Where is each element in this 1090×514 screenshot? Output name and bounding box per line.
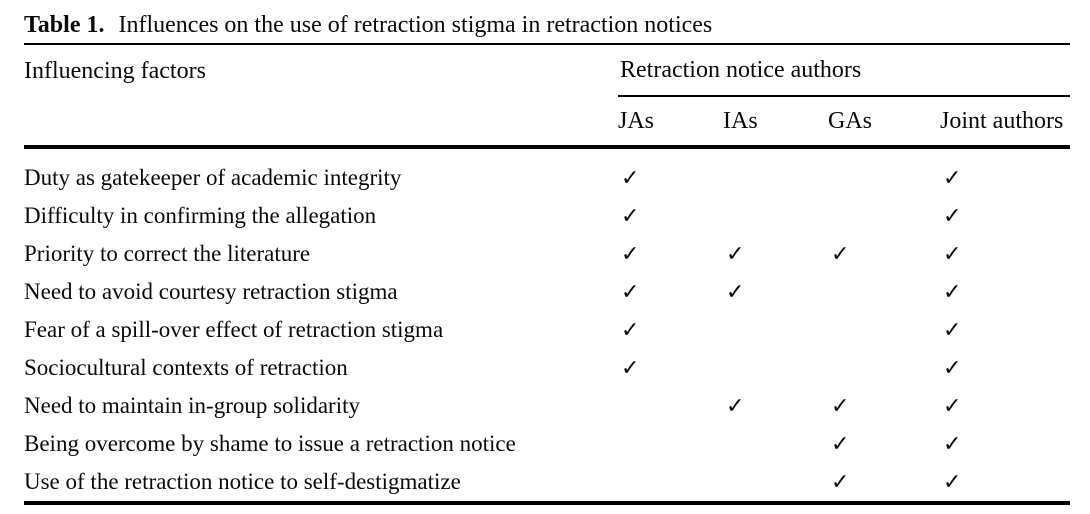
factor-cell: Being overcome by shame to issue a retra… — [24, 431, 516, 456]
factor-cell: Fear of a spill-over effect of retractio… — [24, 317, 444, 342]
checkmark-icon: ✓ — [943, 242, 962, 267]
checkmark-icon: ✓ — [621, 204, 640, 229]
checkmark-icon: ✓ — [943, 318, 962, 343]
check-cell: ✓ — [940, 356, 1070, 380]
table-caption-label: Table 1. — [24, 12, 105, 38]
check-cell: ✓ — [940, 318, 1070, 342]
check-cell: ✓ — [940, 394, 1070, 418]
table-row: Duty as gatekeeper of academic integrity… — [24, 159, 1070, 197]
checkmark-icon: ✓ — [621, 356, 640, 381]
check-cell: ✓ — [618, 318, 723, 342]
checkmark-icon: ✓ — [621, 166, 640, 191]
column-header-gas: GAs — [828, 107, 873, 134]
column-header-influencing-factors: Influencing factors — [24, 57, 206, 84]
check-cell: ✓ — [828, 470, 940, 494]
table-row: Fear of a spill-over effect of retractio… — [24, 311, 1070, 349]
table-row: Difficulty in confirming the allegation ✓… — [24, 197, 1070, 235]
checkmark-icon: ✓ — [943, 470, 962, 495]
check-cell: ✓ — [940, 432, 1070, 456]
checkmark-icon: ✓ — [831, 242, 850, 267]
factor-cell: Need to maintain in-group solidarity — [24, 393, 360, 418]
checkmark-icon: ✓ — [831, 432, 850, 457]
check-cell: ✓ — [618, 280, 723, 304]
check-cell: ✓ — [618, 356, 723, 380]
checkmark-icon: ✓ — [943, 356, 962, 381]
table-header-row-group: Influencing factors Retraction notice au… — [24, 45, 1070, 97]
table-row: Priority to correct the literature ✓ ✓ ✓ ✓ — [24, 235, 1070, 273]
column-header-joint-authors: Joint authors — [940, 107, 1064, 134]
factor-cell: Use of the retraction notice to self-des… — [24, 469, 461, 494]
checkmark-icon: ✓ — [831, 394, 850, 419]
check-cell: ✓ — [618, 204, 723, 228]
check-cell: ✓ — [828, 242, 940, 266]
checkmark-icon: ✓ — [726, 280, 745, 305]
check-cell: ✓ — [940, 166, 1070, 190]
table-row: Being overcome by shame to issue a retra… — [24, 425, 1070, 463]
column-header-jas: JAs — [618, 107, 655, 134]
check-cell: ✓ — [940, 204, 1070, 228]
factor-cell: Priority to correct the literature — [24, 241, 311, 266]
checkmark-icon: ✓ — [943, 432, 962, 457]
check-cell: ✓ — [723, 394, 828, 418]
table-1: Table 1. Influences on the use of retract… — [24, 0, 1070, 505]
table-row: Use of the retraction notice to self-des… — [24, 463, 1070, 501]
check-cell: ✓ — [940, 280, 1070, 304]
table-caption-text: Influences on the use of retraction stig… — [118, 12, 713, 38]
check-cell: ✓ — [723, 280, 828, 304]
check-cell: ✓ — [940, 242, 1070, 266]
table-row: Need to maintain in-group solidarity ✓ ✓ ✓ — [24, 387, 1070, 425]
column-group-header-retraction-notice-authors: Retraction notice authors — [618, 45, 1070, 97]
checkmark-icon: ✓ — [621, 242, 640, 267]
checkmark-icon: ✓ — [621, 280, 640, 305]
check-cell: ✓ — [828, 394, 940, 418]
check-cell: ✓ — [618, 242, 723, 266]
checkmark-icon: ✓ — [726, 394, 745, 419]
check-cell: ✓ — [618, 166, 723, 190]
checkmark-icon: ✓ — [943, 166, 962, 191]
factor-cell: Sociocultural contexts of retraction — [24, 355, 348, 380]
table-row: Need to avoid courtesy retraction stigma… — [24, 273, 1070, 311]
table-caption: Table 1. Influences on the use of retract… — [24, 0, 1070, 45]
checkmark-icon: ✓ — [726, 242, 745, 267]
factor-cell: Difficulty in confirming the allegation — [24, 203, 377, 228]
check-cell: ✓ — [723, 242, 828, 266]
checkmark-icon: ✓ — [943, 204, 962, 229]
factor-cell: Duty as gatekeeper of academic integrity — [24, 165, 402, 190]
table-row: Sociocultural contexts of retraction ✓ ✓ — [24, 349, 1070, 387]
checkmark-icon: ✓ — [621, 318, 640, 343]
column-header-ias: IAs — [723, 107, 758, 134]
checkmark-icon: ✓ — [943, 280, 962, 305]
table-header-row-columns: JAs IAs GAs Joint authors — [24, 97, 1070, 149]
check-cell: ✓ — [940, 470, 1070, 494]
factor-cell: Need to avoid courtesy retraction stigma — [24, 279, 398, 304]
checkmark-icon: ✓ — [943, 394, 962, 419]
table-body: Duty as gatekeeper of academic integrity… — [24, 149, 1070, 505]
check-cell: ✓ — [828, 432, 940, 456]
checkmark-icon: ✓ — [831, 470, 850, 495]
